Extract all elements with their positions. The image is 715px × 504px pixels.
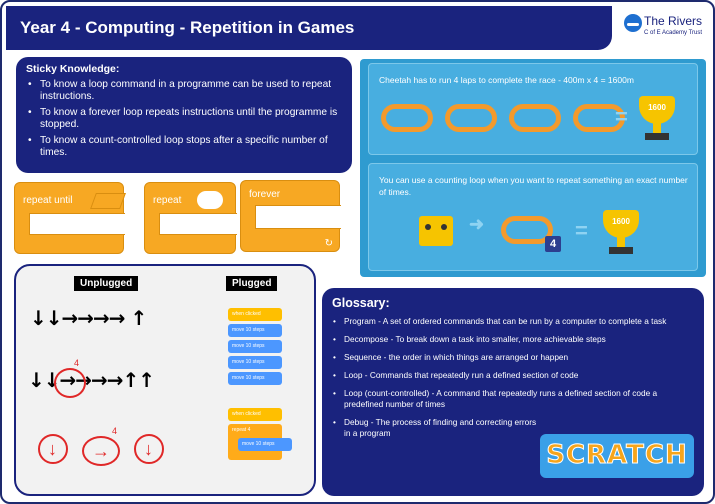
scratch-event-block: when clicked <box>228 408 282 421</box>
forever-label: forever <box>249 189 281 200</box>
repeat-block: repeat <box>144 182 237 254</box>
scratch-move-block: move 10 steps <box>238 438 292 451</box>
block-mouth <box>255 205 341 229</box>
forever-block: forever ↻ <box>240 180 341 252</box>
glossary-item: Decompose - To break down a task into sm… <box>332 334 694 345</box>
scratch-move-block: move 10 steps <box>228 324 282 337</box>
trophy-icon: 1600 <box>637 96 677 142</box>
repeat-label: repeat <box>153 195 182 206</box>
block-mouth <box>159 213 237 235</box>
equals-sign: = <box>575 218 588 243</box>
sticky-item: To know a forever loop repeats instructi… <box>26 107 344 131</box>
laps-text: Cheetah has to run 4 laps to complete th… <box>379 75 634 85</box>
scratch-event-block: when clicked <box>228 308 282 321</box>
glossary-item: Program - A set of ordered commands that… <box>332 316 694 327</box>
cheetah-icon <box>419 216 453 246</box>
count-slot <box>197 191 223 209</box>
arrow-sequence-looped: ↓↓→→→→↑↑ <box>28 368 155 392</box>
loop-circle <box>54 368 86 398</box>
unplugged-plugged-panel: Unplugged Plugged ↓↓→→→→ ↑ ↓↓→→→→↑↑ 4 ↓ … <box>14 264 316 496</box>
glossary-heading: Glossary: <box>332 296 390 310</box>
loop-blocks: repeat until repeat forever ↻ <box>14 180 354 256</box>
glossary-item: Sequence - the order in which things are… <box>332 352 694 363</box>
page-title: Year 4 - Computing - Repetition in Games <box>20 18 355 37</box>
scratch-move-block: move 10 steps <box>228 340 282 353</box>
arrow-sequence: ↓↓→→→→ ↑ <box>30 306 147 330</box>
scratch-logo-text: SCRATCH <box>546 440 688 471</box>
track-icon <box>573 104 625 132</box>
sticky-item: To know a count-controlled loop stops af… <box>26 135 344 159</box>
equals-sign: = <box>615 104 628 129</box>
glossary-item: Loop - Commands that repeatedly run a de… <box>332 370 694 381</box>
laps-panel: Cheetah has to run 4 laps to complete th… <box>368 63 698 155</box>
river-logo-icon <box>624 14 642 32</box>
condition-slot <box>90 193 126 209</box>
scratch-logo: SCRATCH <box>540 434 694 478</box>
loop-arrow-icon: ↻ <box>324 238 333 249</box>
logo-name: The Rivers <box>644 14 703 28</box>
down-loop-icon: ↓ <box>134 434 164 464</box>
track-icon <box>501 216 553 244</box>
lap-count-badge: 4 <box>545 236 561 252</box>
track-icon <box>509 104 561 132</box>
repeat-until-label: repeat until <box>23 195 73 206</box>
plugged-label: Plugged <box>226 276 278 291</box>
down-loop-icon: ↓ <box>38 434 68 464</box>
counting-loop-panel: You can use a counting loop when you wan… <box>368 163 698 271</box>
sticky-item: To know a loop command in a programme ca… <box>26 79 344 103</box>
loop-count-note: 4 <box>74 358 80 368</box>
cheetah-example: Cheetah has to run 4 laps to complete th… <box>360 59 706 277</box>
scratch-move-block: move 10 steps <box>228 356 282 369</box>
track-icon <box>381 104 433 132</box>
glossary-item: Debug - The process of finding and corre… <box>332 417 694 439</box>
trophy-value: 1600 <box>612 217 630 226</box>
block-mouth <box>29 213 125 235</box>
arrow-right-icon: ➜ <box>469 214 485 234</box>
logo-subtitle: C of E Academy Trust <box>644 30 703 36</box>
sticky-heading: Sticky Knowledge: <box>26 63 120 75</box>
glossary-item: Loop (count-controlled) - A command that… <box>332 388 694 410</box>
trust-logo: The Rivers C of E Academy Trust <box>622 12 712 46</box>
page-header: Year 4 - Computing - Repetition in Games <box>6 6 612 50</box>
track-icon <box>445 104 497 132</box>
trophy-icon: 1600 <box>601 210 641 256</box>
right-loop-icon: → <box>82 436 120 466</box>
counting-loop-text: You can use a counting loop when you wan… <box>379 175 688 197</box>
scratch-move-block: move 10 steps <box>228 372 282 385</box>
trophy-value: 1600 <box>648 103 666 112</box>
unplugged-label: Unplugged <box>74 276 139 291</box>
sticky-knowledge-panel: Sticky Knowledge: To know a loop command… <box>16 57 352 173</box>
repeat-until-block: repeat until <box>14 182 126 254</box>
loop-count-note: 4 <box>112 426 118 436</box>
